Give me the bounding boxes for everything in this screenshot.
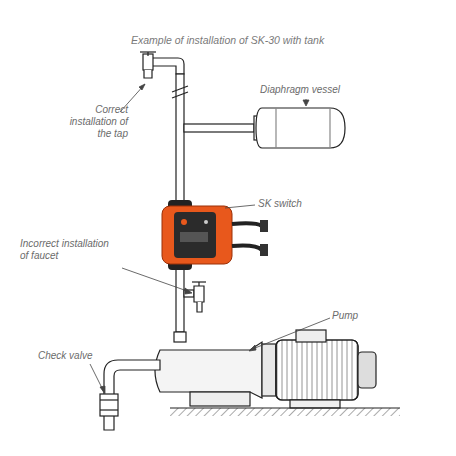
valve-label: Check valve	[38, 350, 108, 362]
faucet-label: Incorrect installation of faucet	[20, 238, 120, 262]
diagram-title: Example of installation of SK-30 with ta…	[131, 34, 324, 46]
suction-pipe	[100, 360, 160, 430]
tap-label: Correct installation of the tap	[56, 104, 128, 140]
pump-drawing	[155, 330, 376, 408]
ground	[170, 408, 400, 416]
vessel-label: Diaphragm vessel	[260, 84, 360, 96]
pump-label: Pump	[332, 310, 382, 322]
sk-switch	[162, 200, 268, 270]
pipework	[140, 52, 345, 342]
switch-label: SK switch	[258, 198, 328, 210]
